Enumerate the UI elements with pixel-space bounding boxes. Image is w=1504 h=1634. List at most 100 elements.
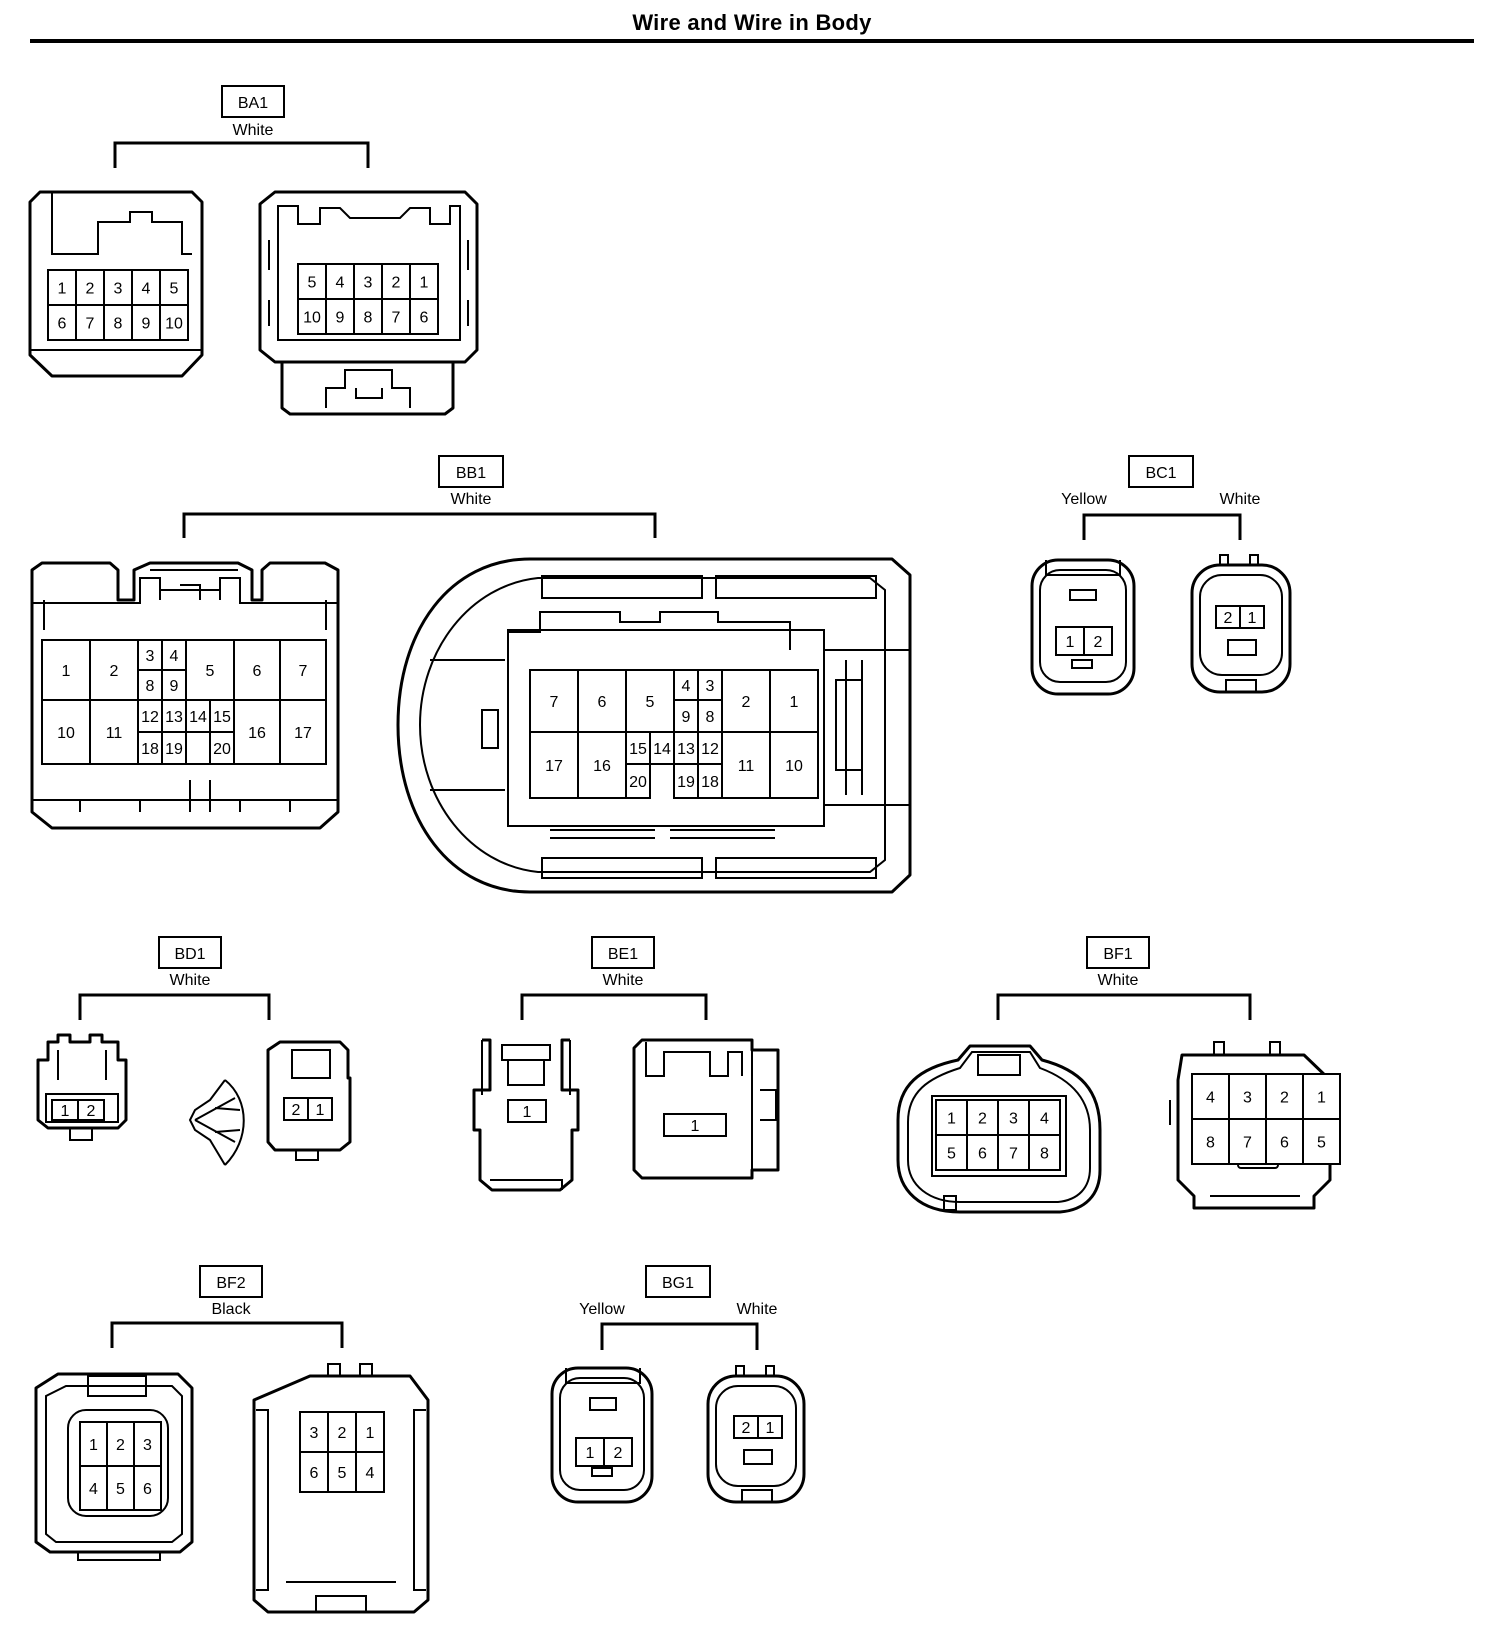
connector-body-left bbox=[1030, 558, 1136, 696]
pin-number: 3 bbox=[143, 1437, 152, 1454]
pin-number: 2 bbox=[116, 1437, 125, 1454]
connector-body-left bbox=[896, 1044, 1102, 1214]
pin-number: 1 bbox=[58, 280, 67, 297]
pin-cell bbox=[1265, 1073, 1304, 1120]
pin-number: 2 bbox=[742, 694, 751, 711]
pin-cell bbox=[697, 763, 723, 799]
connector-color-right: White bbox=[737, 1301, 778, 1318]
pin-number: 7 bbox=[299, 663, 308, 680]
pin-number: 8 bbox=[1040, 1145, 1049, 1162]
pin-number: 3 bbox=[1243, 1089, 1252, 1106]
pin-number: 6 bbox=[598, 694, 607, 711]
pin-cell bbox=[649, 731, 675, 765]
pin-cell bbox=[769, 731, 819, 799]
connector-body-right bbox=[396, 557, 912, 894]
pin-number: 9 bbox=[682, 709, 691, 726]
connector-bracket bbox=[600, 1322, 759, 1350]
pin-cell bbox=[79, 1421, 108, 1467]
pin-cell bbox=[673, 763, 699, 799]
connector-id-box bbox=[221, 85, 285, 118]
pin-number: 1 bbox=[1248, 610, 1257, 627]
connector-color: White bbox=[170, 972, 211, 989]
pin-cell bbox=[355, 1411, 385, 1453]
pin-number: 5 bbox=[338, 1465, 347, 1482]
pin-number: 8 bbox=[1206, 1134, 1215, 1151]
pin-number: 1 bbox=[366, 1425, 375, 1442]
connector-color-left: Yellow bbox=[1061, 491, 1107, 508]
pin-cell bbox=[769, 669, 819, 733]
pin-number: 6 bbox=[58, 315, 67, 332]
pin-cell bbox=[577, 731, 627, 799]
pin-number: 17 bbox=[294, 725, 312, 742]
connector-color-right: White bbox=[1220, 491, 1261, 508]
pin-cell bbox=[307, 1097, 333, 1121]
pin-cell bbox=[1265, 1118, 1304, 1165]
pin-number: 13 bbox=[165, 709, 183, 726]
pin-number: 13 bbox=[677, 741, 695, 758]
pin-number: 14 bbox=[653, 741, 671, 758]
pin-cell bbox=[1239, 605, 1265, 629]
pin-cell bbox=[209, 731, 235, 765]
pin-cell bbox=[1055, 626, 1085, 656]
connector-body-right bbox=[252, 1363, 430, 1614]
pin-number: 7 bbox=[1009, 1145, 1018, 1162]
pin-number: 5 bbox=[947, 1145, 956, 1162]
pin-cell bbox=[137, 699, 163, 733]
connector-bracket bbox=[113, 141, 370, 168]
pin-cell bbox=[1028, 1099, 1061, 1136]
pin-cell bbox=[131, 269, 161, 306]
pin-number: 1 bbox=[523, 1104, 532, 1121]
pin-number: 12 bbox=[141, 709, 159, 726]
pin-number: 1 bbox=[691, 1118, 700, 1135]
pin-cell bbox=[185, 639, 235, 701]
pin-number: 1 bbox=[89, 1437, 98, 1454]
pin-number: 10 bbox=[303, 309, 321, 326]
pin-cell bbox=[106, 1465, 135, 1511]
pin-number: 3 bbox=[364, 274, 373, 291]
pin-cell bbox=[133, 1465, 162, 1511]
pin-cell bbox=[279, 699, 327, 765]
pin-cell bbox=[233, 699, 281, 765]
connector-body-right bbox=[188, 1040, 352, 1166]
connector-id-box bbox=[1086, 936, 1150, 969]
pin-cell bbox=[75, 269, 105, 306]
pin-number: 6 bbox=[1280, 1134, 1289, 1151]
pin-cell bbox=[1083, 626, 1113, 656]
pin-number: 14 bbox=[189, 709, 207, 726]
connector-body-left bbox=[30, 561, 340, 830]
pin-cell bbox=[47, 304, 77, 341]
pin-number: 16 bbox=[593, 758, 611, 775]
pin-cell bbox=[353, 263, 383, 300]
pin-number: 1 bbox=[1317, 1089, 1326, 1106]
pin-number: 3 bbox=[310, 1425, 319, 1442]
pin-cell bbox=[297, 263, 327, 300]
pin-number: 19 bbox=[165, 741, 183, 758]
pin-number: 4 bbox=[89, 1481, 98, 1498]
pin-cell bbox=[966, 1099, 999, 1136]
pin-number: 6 bbox=[420, 309, 429, 326]
pin-number: 5 bbox=[1317, 1134, 1326, 1151]
pin-cell bbox=[159, 269, 189, 306]
pin-cell bbox=[625, 763, 651, 799]
connector-id-box bbox=[199, 1265, 263, 1298]
connector-id: BG1 bbox=[662, 1275, 694, 1292]
pin-cell bbox=[327, 1451, 357, 1493]
connector-body-left bbox=[550, 1366, 654, 1504]
pin-number: 15 bbox=[213, 709, 231, 726]
connector-body-left bbox=[28, 190, 204, 378]
pin-number: 6 bbox=[978, 1145, 987, 1162]
connector-bracket bbox=[182, 512, 657, 538]
pin-number: 2 bbox=[1094, 634, 1103, 651]
pin-number: 1 bbox=[61, 1103, 70, 1120]
pin-cell bbox=[325, 263, 355, 300]
pin-number: 4 bbox=[1206, 1089, 1215, 1106]
pin-number: 7 bbox=[1243, 1134, 1252, 1151]
connector-color-left: Yellow bbox=[579, 1301, 625, 1318]
